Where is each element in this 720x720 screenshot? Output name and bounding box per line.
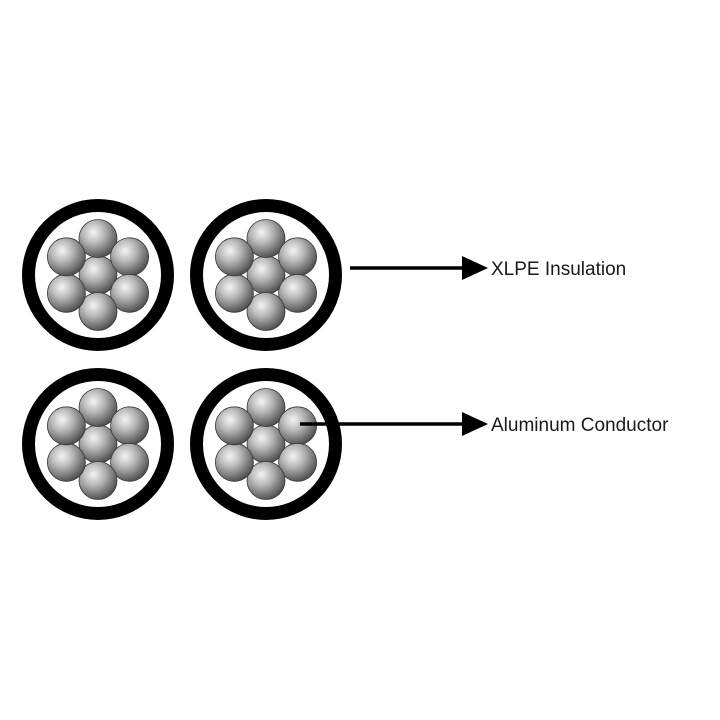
conductor-strand (78, 388, 118, 427)
conductor-strand (214, 442, 254, 482)
conductor-strand (246, 388, 286, 427)
conductor-strand (278, 273, 318, 313)
conductor-strand (110, 273, 150, 313)
conductor-strand (214, 273, 254, 313)
conductor-strand (278, 406, 318, 446)
conductor-strand (246, 219, 286, 258)
core-top-left (22, 199, 174, 351)
conductor-strand (47, 237, 86, 277)
conductor-strand (78, 292, 118, 331)
core-top-right (190, 199, 342, 351)
aluminum-conductor-arrowhead (462, 412, 488, 436)
conductor-strand (246, 461, 286, 500)
conductor-strand (78, 219, 118, 258)
conductor-strand (214, 237, 254, 277)
conductor-strand (278, 442, 318, 482)
core-bottom-right (190, 368, 342, 520)
core-bottom-left (22, 368, 174, 520)
label-arrows (300, 256, 488, 436)
conductor-strand (278, 237, 318, 277)
cable-cores (22, 199, 342, 520)
conductor-strand (78, 461, 118, 500)
aluminum-conductor-label: Aluminum Conductor (491, 415, 669, 436)
conductor-strand (110, 442, 150, 482)
xlpe-insulation-label: XLPE Insulation (491, 259, 626, 280)
conductor-strand (47, 442, 86, 482)
conductor-strand (110, 406, 150, 446)
xlpe-insulation-arrowhead (462, 256, 488, 280)
conductor-strand (214, 406, 254, 446)
conductor-strand (47, 273, 86, 313)
conductor-strand (246, 292, 286, 331)
conductor-strand (110, 237, 150, 277)
conductor-strand (47, 406, 86, 446)
